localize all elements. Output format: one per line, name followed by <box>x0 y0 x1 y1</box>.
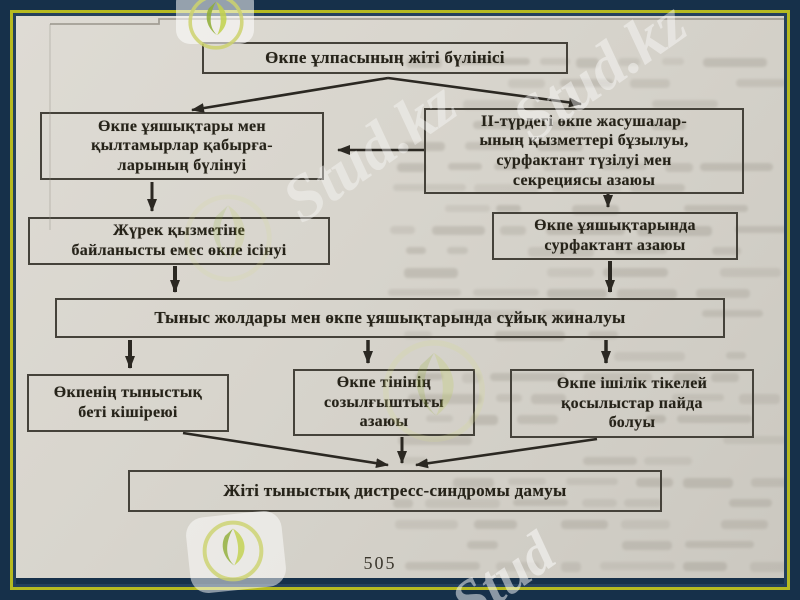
flowchart-node-acute-lung-injury: Өкпе ұлпасының жіті бүлінісі <box>202 42 568 74</box>
flowchart-node-surfactant-decrease: Өкпе ұяшықтарында сурфактант азаюы <box>492 212 738 260</box>
flowchart-node-ards-development: Жіті тыныстық дистресс-синдромы дамуы <box>128 470 662 512</box>
flowchart-node-tissue-elasticity: Өкпе тінінің созылғыштығы азаюы <box>293 369 475 436</box>
flowchart-node-intrapulmonary-shunts: Өкпе ішілік тікелей қосылыстар пайда бол… <box>510 369 754 438</box>
page-number: 505 <box>363 553 397 573</box>
flowchart-node-respiratory-surface: Өкпенің тыныстық беті кішіреюі <box>27 374 229 432</box>
flowchart-node-noncardiac-edema: Жүрек қызметіне байланысты емес өкпе ісі… <box>28 217 330 265</box>
flowchart-node-type2-cells: II-түрдегі өкпе жасушалар- ының қызметте… <box>424 108 744 194</box>
flowchart-node-fluid-accumulation: Тыныс жолдары мен өкпе ұяшықтарында сұйы… <box>55 298 725 338</box>
flowchart-node-alveoli-capillary-walls: Өкпе ұяшықтары мен қылтамырлар қабырға- … <box>40 112 324 180</box>
